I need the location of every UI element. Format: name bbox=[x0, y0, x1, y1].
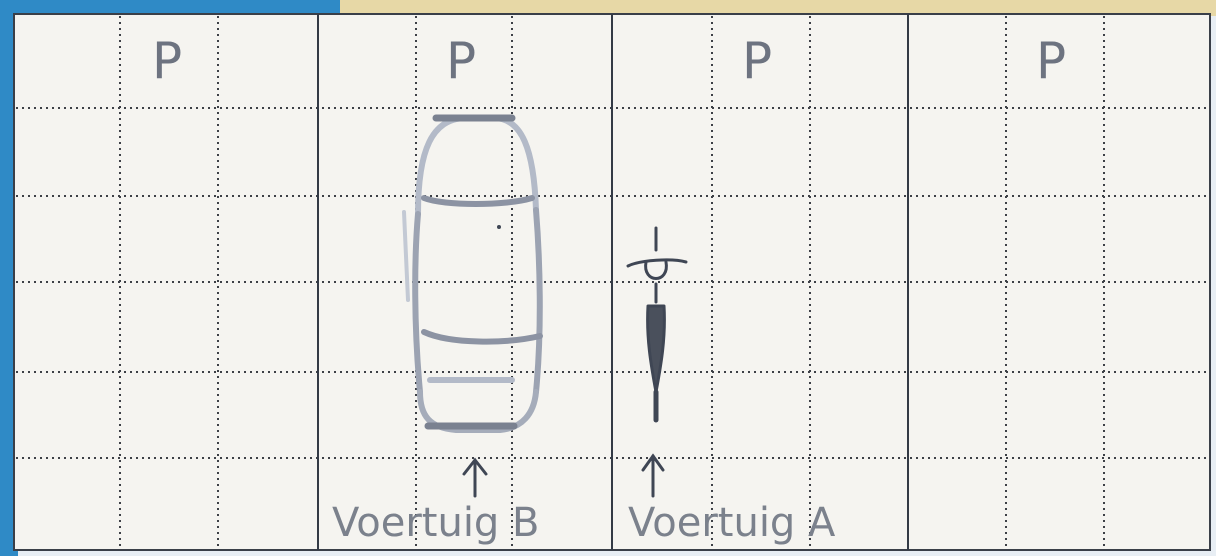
parking-label-2: P bbox=[446, 32, 476, 90]
parking-label-1: P bbox=[152, 32, 182, 90]
parking-label-3: P bbox=[742, 32, 772, 90]
label-voertuig-a: Voertuig A bbox=[628, 500, 836, 546]
label-voertuig-b: Voertuig B bbox=[332, 500, 539, 546]
parking-label-4: P bbox=[1036, 32, 1066, 90]
